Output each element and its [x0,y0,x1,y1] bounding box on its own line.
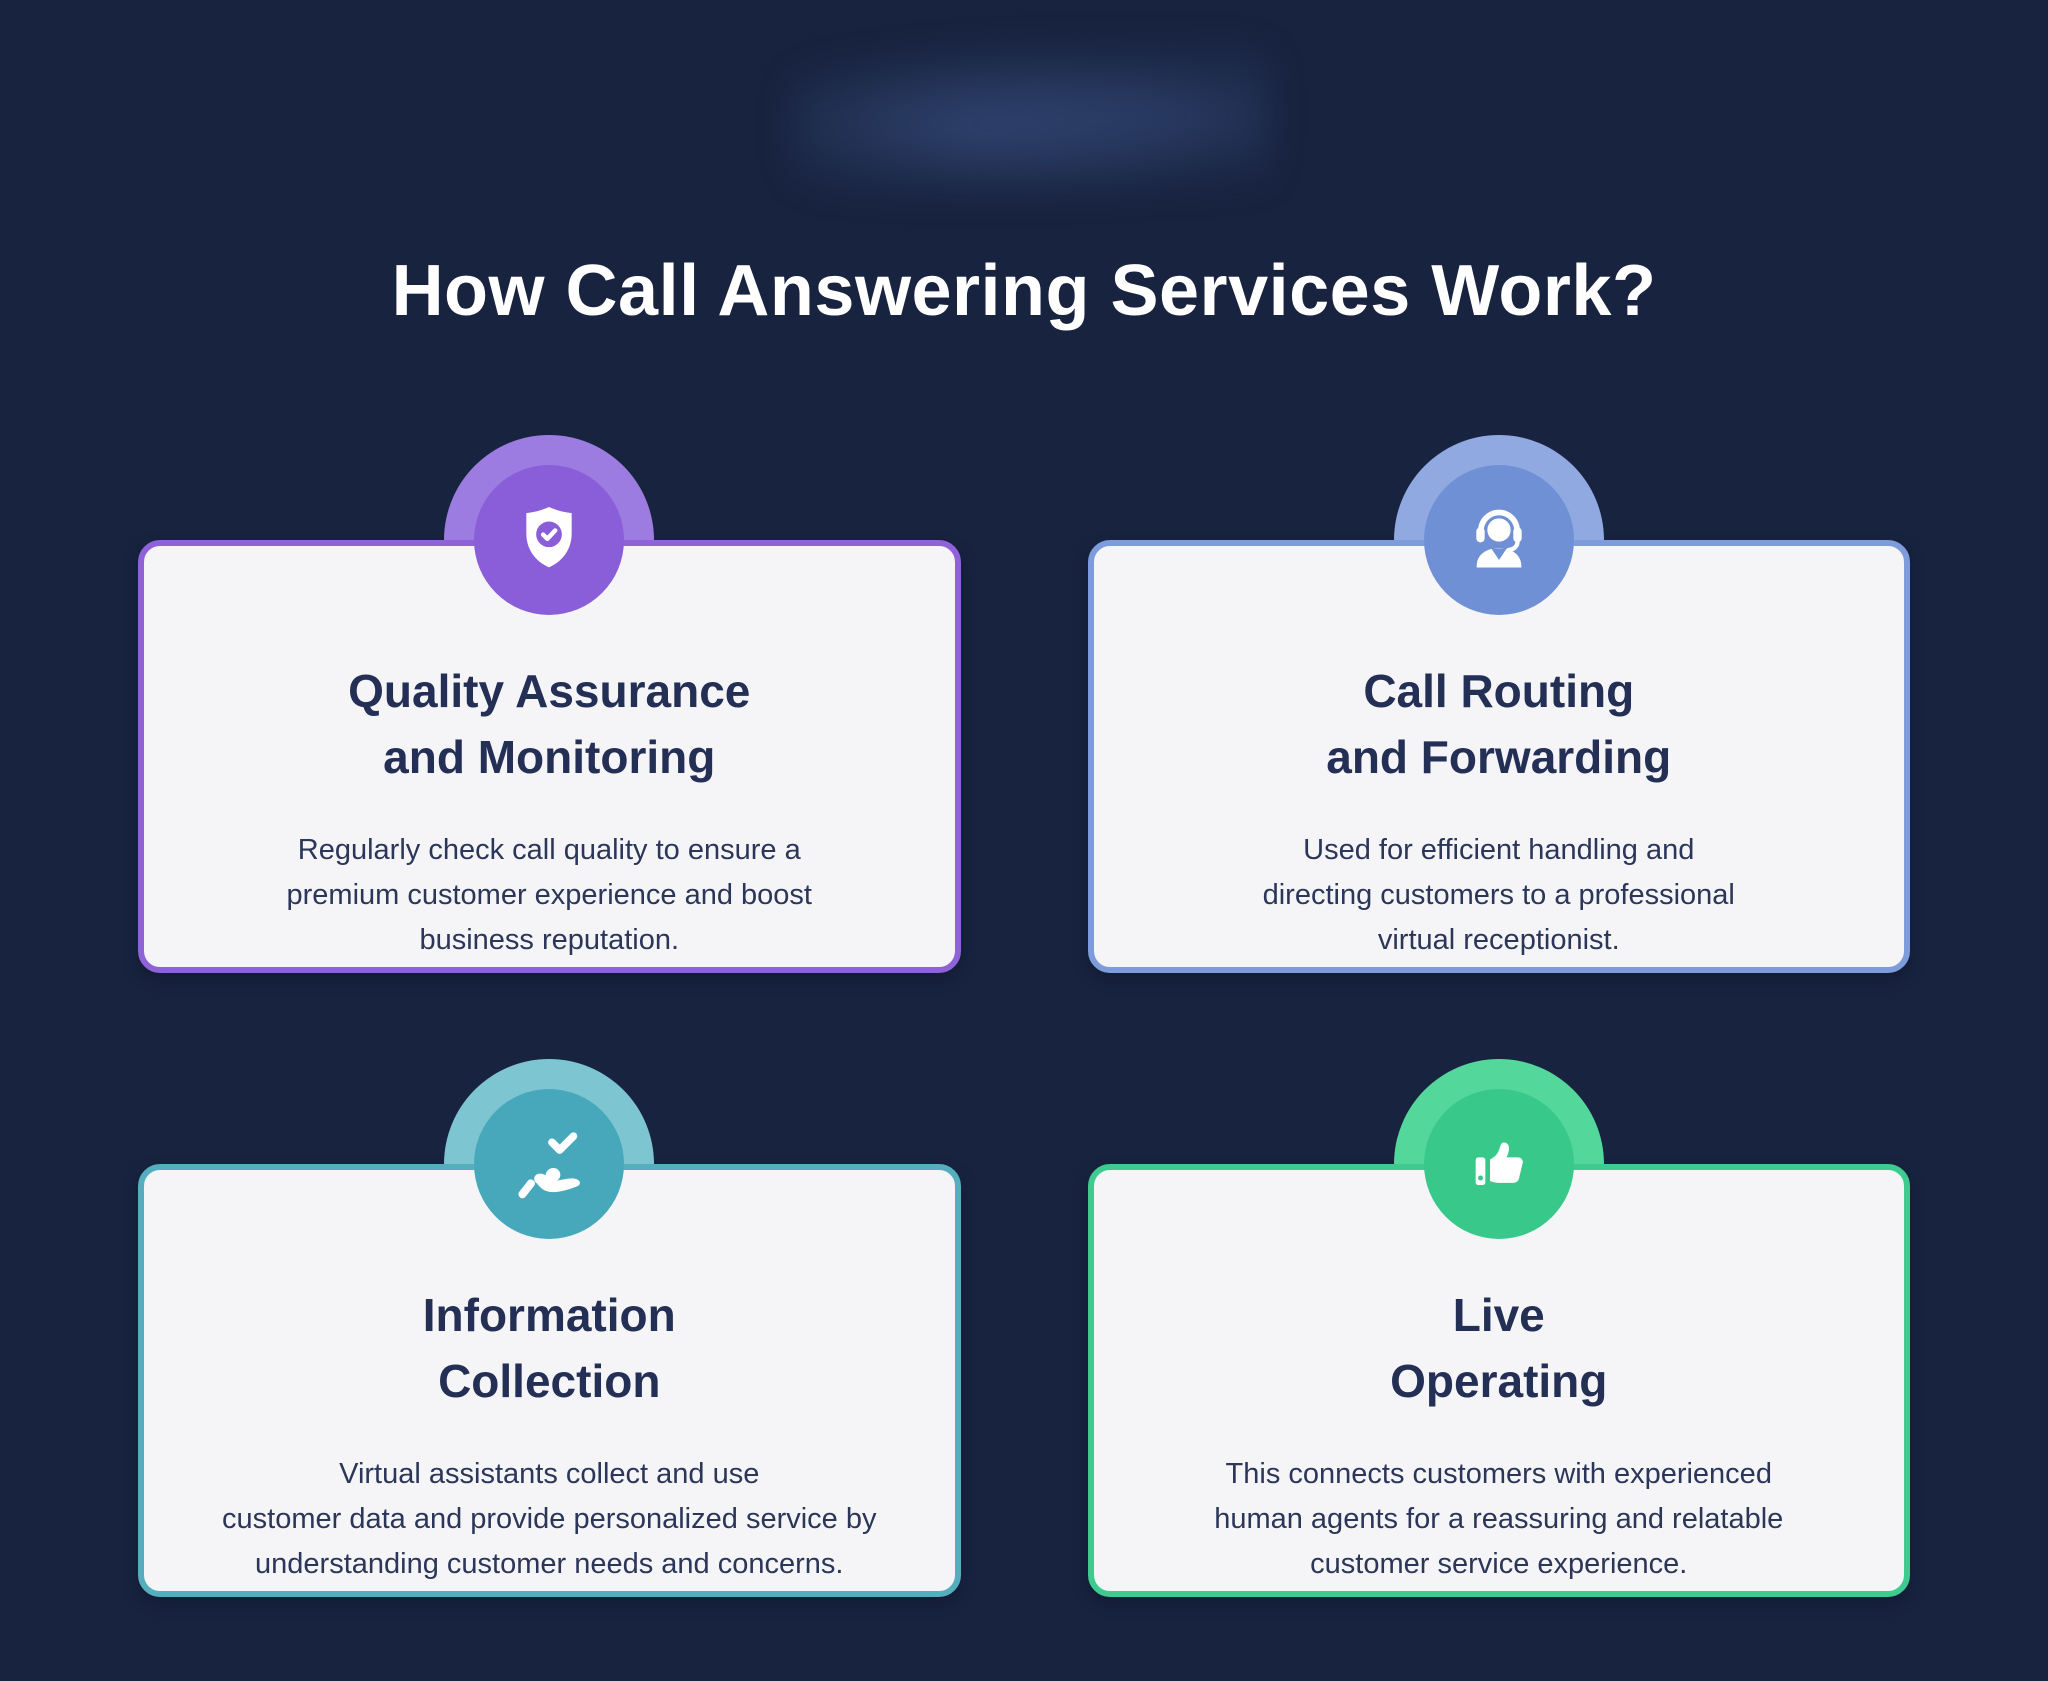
card-description-line: business reputation. [419,924,680,956]
card-description-line: human agents for a reassuring and relata… [1214,1503,1784,1535]
card-description: Regularly check call quality to ensure a… [184,828,915,963]
headset-agent-icon [1476,509,1522,568]
card-description-line: Virtual assistants collect and use [339,1458,760,1490]
card-description-line: directing customers to a professional [1262,879,1735,911]
icon-badge [474,465,625,615]
icon-badge [1423,465,1574,615]
card-title-line: Live [1452,1289,1545,1341]
card-information-collection: Information Collection Virtual assistant… [138,1059,961,1597]
card-description-line: customer service experience. [1310,1548,1688,1580]
card-description-line: Regularly check call quality to ensure a [297,834,801,866]
card: Quality Assurance and Monitoring Regular… [138,540,961,973]
card-title-line: and Monitoring [383,731,716,783]
card-description: This connects customers with experienced… [1134,1452,1865,1587]
card-title-line: Call Routing [1363,665,1635,717]
shield-check-icon [526,507,572,568]
card-description-line: customer data and provide personalized s… [222,1503,877,1535]
blurred-logo [790,45,1270,195]
card-call-routing-forwarding: Call Routing and Forwarding Used for eff… [1087,435,1910,973]
card-title: Live Operating [1134,1282,1865,1414]
card-title-line: Collection [438,1355,661,1407]
card-description-line: Used for efficient handling and [1303,834,1695,866]
icon-badge [474,1089,625,1239]
cards-grid: Quality Assurance and Monitoring Regular… [138,435,1910,1597]
card-description: Used for efficient handling and directin… [1134,828,1865,963]
card-quality-assurance-monitoring: Quality Assurance and Monitoring Regular… [138,435,961,973]
card-title-line: Information [422,1289,676,1341]
card-description-line: understanding customer needs and concern… [255,1548,844,1580]
thumbs-up-icon [1475,1142,1523,1185]
card-title: Quality Assurance and Monitoring [184,658,915,790]
card-description-line: virtual receptionist. [1377,924,1620,956]
card-title: Information Collection [184,1282,915,1414]
card-description-line: This connects customers with experienced [1225,1458,1772,1490]
card-title-line: and Forwarding [1326,731,1672,783]
card-title-line: Quality Assurance [348,665,751,717]
card-live-operating: Live Operating This connects customers w… [1087,1059,1910,1597]
card-title-line: Operating [1390,1355,1608,1407]
card-description: Virtual assistants collect and use custo… [184,1452,915,1587]
icon-badge [1423,1089,1574,1239]
hand-check-icon [518,1132,581,1199]
card-description-line: premium customer experience and boost [286,879,812,911]
card-title: Call Routing and Forwarding [1134,658,1865,790]
page-title: How Call Answering Services Work? [391,251,1657,331]
